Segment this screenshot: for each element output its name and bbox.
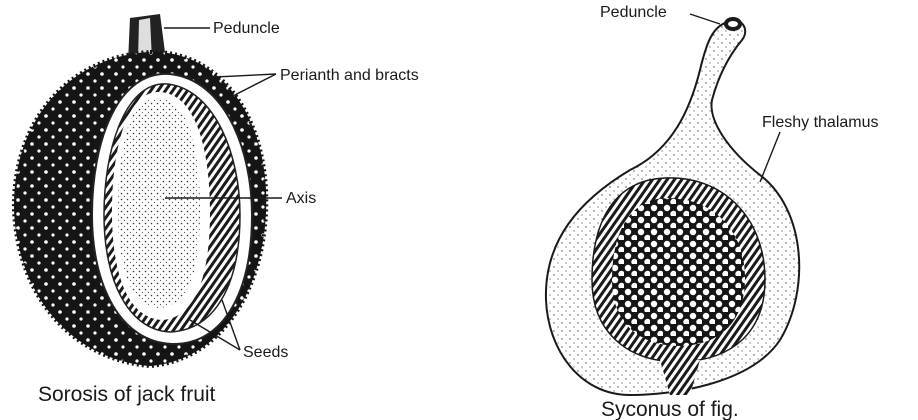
leader-thalamus — [760, 132, 780, 182]
leader-perianth-2 — [225, 74, 276, 100]
caption-fig: Syconus of fig. — [601, 398, 739, 420]
label-fleshy-thalamus: Fleshy thalamus — [762, 114, 879, 131]
leader-peduncle-fig — [690, 14, 720, 24]
fig-peduncle-tip-hole — [728, 21, 738, 27]
label-peduncle-jack: Peduncle — [213, 20, 280, 37]
fig-illustration — [546, 17, 799, 395]
jackfruit-illustration — [14, 14, 266, 366]
label-seeds: Seeds — [243, 344, 288, 361]
label-peduncle-fig: Peduncle — [600, 4, 667, 21]
label-axis: Axis — [286, 190, 316, 207]
label-perianth-bracts: Perianth and bracts — [280, 67, 419, 84]
jackfruit-axis-core — [118, 98, 200, 308]
caption-jackfruit: Sorosis of jack fruit — [38, 383, 216, 406]
